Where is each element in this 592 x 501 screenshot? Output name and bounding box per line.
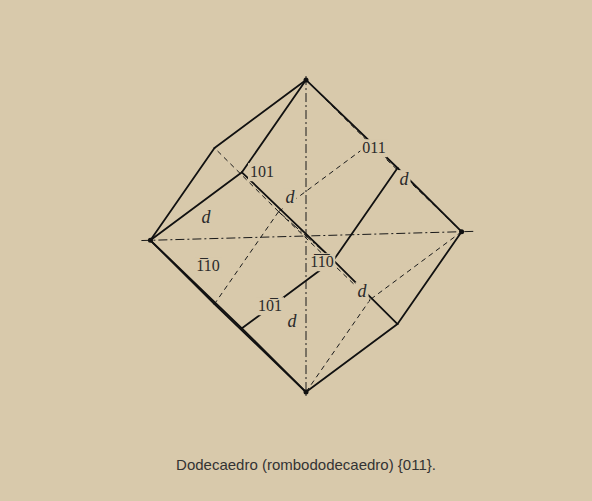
face-letter: d — [200, 208, 213, 228]
hidden-edge — [214, 212, 278, 304]
vertex-dot — [304, 77, 309, 82]
visible-edge — [242, 172, 334, 260]
vertex-dot — [148, 238, 153, 243]
face-letter: d — [398, 170, 411, 190]
vertex-dot — [304, 390, 309, 395]
visible-edge — [306, 80, 398, 168]
face-letter: d — [284, 188, 297, 208]
hidden-edge — [306, 300, 370, 392]
visible-edge — [150, 148, 214, 240]
visible-edge — [333, 168, 397, 260]
face-index: 1̅10 — [194, 257, 221, 275]
visible-edge — [333, 260, 397, 324]
hidden-edge — [214, 148, 278, 212]
face-index: 011 — [360, 139, 387, 157]
visible-edge — [214, 304, 306, 392]
face-index: 10̅1 — [256, 297, 284, 315]
visible-edge — [242, 80, 306, 172]
visible-edge — [242, 328, 306, 392]
visible-edge — [398, 168, 462, 232]
crystal-axis — [306, 76, 307, 396]
visible-edge — [398, 232, 462, 324]
face-index: 1̅1̅0 — [308, 253, 335, 271]
visible-edge — [150, 172, 242, 240]
visible-edge — [306, 324, 398, 392]
caption: Dodecaedro (rombododecaedro) {011}. — [174, 457, 438, 474]
visible-edge — [214, 80, 306, 148]
visible-edge — [150, 240, 242, 328]
hidden-edge — [279, 144, 371, 212]
face-letter: d — [356, 282, 369, 302]
hidden-edge — [370, 232, 462, 300]
face-letter: d — [286, 312, 299, 332]
face-index: 101 — [248, 163, 276, 181]
vertex-dot — [459, 229, 464, 234]
